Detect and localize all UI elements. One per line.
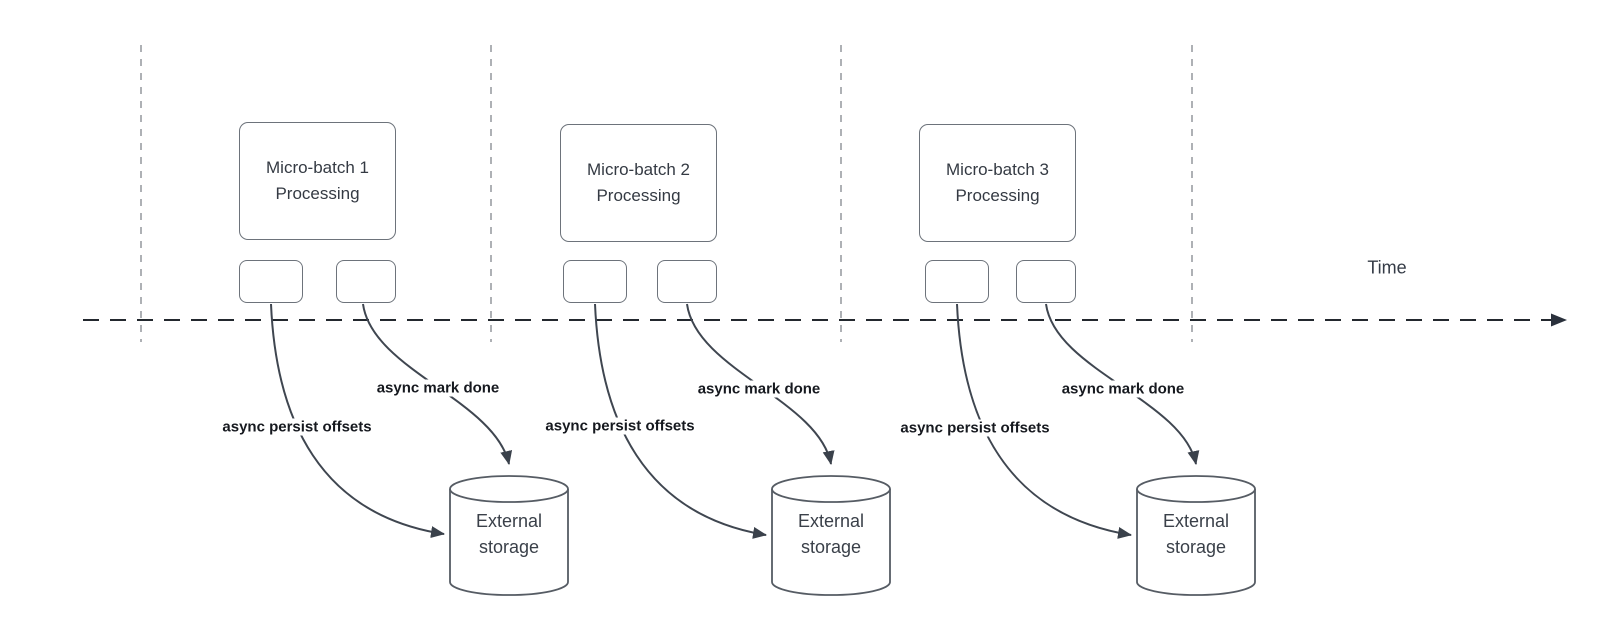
mark-done-label-3: async mark done — [1058, 380, 1188, 398]
external-storage-label-1-line1: External — [475, 511, 543, 531]
persist-offsets-arrow-3 — [956, 303, 1132, 539]
external-storage-label-3-line1: External — [1162, 511, 1230, 531]
microbatch-1-title-line2: Processing — [275, 184, 360, 203]
microbatch-1-title-line1: Micro-batch 1 — [266, 158, 369, 177]
persist-offsets-label-2: async persist offsets — [542, 417, 698, 435]
persist-offsets-arrow-1 — [270, 303, 445, 538]
persist-offsets-arrow-2 — [594, 303, 767, 539]
microbatch-2-processing-box: Micro-batch 2 Processing — [560, 124, 717, 242]
external-storage-label-1-line2: storage — [478, 537, 540, 557]
microbatch-1-offset-task-box — [239, 260, 303, 303]
microbatch-2-done-task-box — [657, 260, 717, 303]
persist-offsets-label-1: async persist offsets — [219, 418, 375, 436]
persist-offsets-label-3: async persist offsets — [897, 419, 1053, 437]
microbatch-2-title-line2: Processing — [596, 186, 681, 205]
microbatch-1-done-task-box — [336, 260, 396, 303]
microbatch-2-offset-task-box — [563, 260, 627, 303]
external-storage-label-3-line2: storage — [1165, 537, 1227, 557]
microbatch-3-title-line2: Processing — [955, 186, 1040, 205]
microbatch-2-title-line1: Micro-batch 2 — [587, 160, 690, 179]
microbatch-3-offset-task-box — [925, 260, 989, 303]
external-storage-label-2-line2: storage — [800, 537, 862, 557]
external-storage-cylinder-3 — [1136, 475, 1256, 596]
microbatch-1-processing-box: Micro-batch 1 Processing — [239, 122, 396, 240]
external-storage-cylinder-2 — [771, 475, 891, 596]
microbatch-3-processing-box: Micro-batch 3 Processing — [919, 124, 1076, 242]
external-storage-label-3: External storage — [1163, 508, 1229, 560]
mark-done-label-1: async mark done — [373, 379, 503, 397]
mark-done-label-2: async mark done — [694, 380, 824, 398]
external-storage-label-2-line1: External — [797, 511, 865, 531]
microbatch-3-done-task-box — [1016, 260, 1076, 303]
time-axis-label: Time — [1367, 257, 1407, 278]
external-storage-label-2: External storage — [798, 508, 864, 560]
external-storage-cylinder-1 — [449, 475, 569, 596]
external-storage-label-1: External storage — [476, 508, 542, 560]
microbatch-3-title-line1: Micro-batch 3 — [946, 160, 1049, 179]
